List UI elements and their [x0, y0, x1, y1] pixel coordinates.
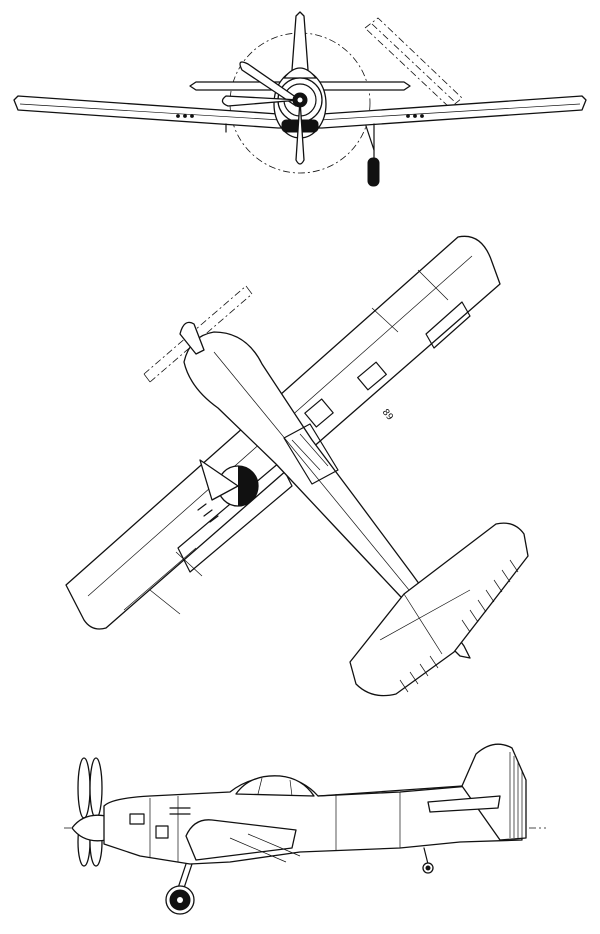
top-tailplane	[349, 522, 529, 697]
side-canopy	[235, 775, 315, 797]
top-propeller-phantom	[143, 285, 253, 383]
wing-guns	[197, 503, 219, 523]
side-fuselage	[103, 775, 523, 865]
side-view	[64, 743, 546, 915]
side-landing-gear	[165, 863, 195, 915]
top-view: 89	[65, 235, 529, 697]
propeller-arc	[229, 32, 371, 174]
rudder-hatching	[509, 752, 523, 838]
folded-wing-phantom	[364, 17, 463, 109]
side-wing	[185, 819, 297, 861]
top-fuselage	[183, 331, 471, 659]
front-fin	[291, 11, 309, 71]
wing-roundel	[199, 459, 259, 507]
contra-propellers	[71, 757, 107, 867]
front-view	[13, 11, 587, 187]
tail-wheel	[422, 847, 434, 874]
front-landing-gear	[225, 123, 380, 187]
propeller-blade	[239, 61, 301, 107]
wing-code-marking: 89	[380, 408, 395, 423]
elevator-hatching	[399, 559, 519, 693]
top-propeller	[179, 321, 205, 355]
